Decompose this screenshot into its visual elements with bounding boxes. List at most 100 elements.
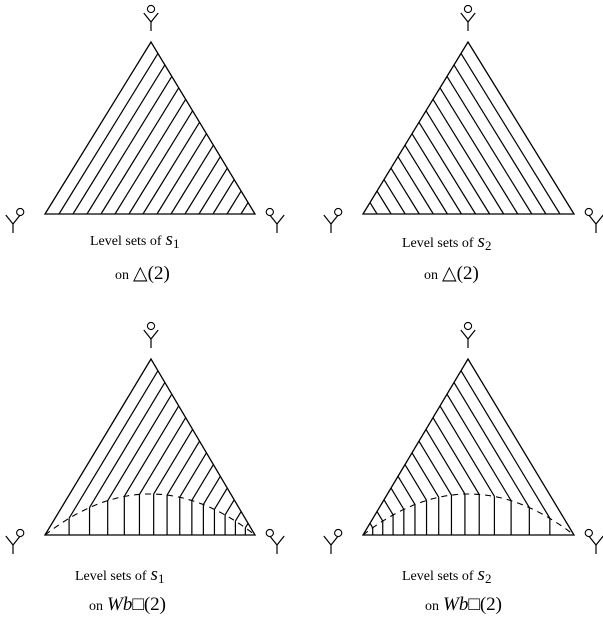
level-line [153, 429, 194, 495]
vertex-arm-left [323, 535, 332, 546]
caption-bottom-left-arg: (2) [143, 594, 166, 615]
level-line [369, 522, 374, 529]
vertex-arm-left [588, 214, 597, 225]
level-line [411, 133, 462, 215]
level-line [244, 522, 249, 529]
level-line [123, 405, 180, 497]
caption-bottom-right-domain: on Wb□(2) [425, 594, 502, 616]
level-line [170, 144, 214, 215]
level-line [128, 110, 194, 215]
top-vertex-icon [460, 321, 476, 348]
level-line [224, 499, 235, 516]
level-line [460, 370, 551, 519]
vertex-arm-left [269, 535, 278, 546]
level-line [142, 121, 201, 215]
vertex-circle [463, 321, 473, 331]
level-line [89, 382, 166, 508]
level-line [86, 76, 173, 215]
level-line [383, 499, 394, 516]
level-line [460, 53, 561, 215]
panel-bottom-right [323, 321, 603, 554]
level-line [418, 121, 477, 215]
level-line [376, 511, 384, 522]
level-line [453, 382, 530, 508]
vertex-arm-right [150, 12, 159, 23]
level-line [446, 393, 512, 501]
vertex-arm-right [595, 535, 603, 546]
vertex-arm-left [143, 329, 152, 340]
vertex-arm-right [12, 214, 21, 225]
caption-bottom-left-on: on [89, 599, 103, 614]
caption-top-right-on: on [424, 268, 438, 283]
vertex-arm-left [143, 12, 152, 23]
level-line [191, 464, 214, 501]
level-line [198, 167, 228, 215]
vertex-arm-left [323, 214, 332, 225]
level-line [213, 487, 228, 510]
level-line [453, 64, 547, 215]
level-line [397, 476, 416, 505]
level-line [240, 202, 249, 215]
level-line [390, 167, 420, 215]
panel-bottom-left [5, 321, 285, 554]
triangle-outline [361, 40, 576, 215]
vertex-circle [334, 207, 343, 217]
right-vertex-icon [584, 207, 603, 233]
top-vertex-icon [143, 4, 159, 31]
level-line [439, 87, 519, 215]
caption-bottom-left-prefix: Level sets of [75, 569, 147, 584]
vertex-circle [146, 321, 156, 331]
triangle-outline [361, 357, 576, 536]
dashed-boundary-arc [362, 493, 574, 536]
level-line [138, 417, 187, 495]
level-line [404, 144, 448, 215]
level-line [107, 393, 173, 501]
panel-top-left [5, 4, 285, 233]
vertex-arm-right [150, 329, 159, 340]
caption-top-right-domain: on △(2) [424, 262, 479, 285]
level-line [58, 53, 159, 215]
caption-bottom-left-func: s1 [150, 564, 165, 586]
top-vertex-icon [460, 4, 476, 31]
vertex-arm-right [330, 535, 339, 546]
level-line [72, 64, 166, 215]
vertex-arm-right [276, 535, 285, 546]
caption-top-left-prefix: Level sets of [90, 234, 162, 249]
level-line [68, 370, 159, 519]
vertex-arm-right [467, 12, 476, 23]
vertex-arm-left [269, 214, 278, 225]
caption-top-right-prefix: Level sets of [402, 236, 474, 251]
vertex-arm-left [5, 214, 14, 225]
left-vertex-icon [5, 207, 25, 233]
level-line [166, 440, 201, 496]
level-line [376, 190, 392, 215]
caption-top-left-func: s1 [165, 229, 180, 251]
top-vertex-icon [143, 321, 159, 348]
caption-bottom-right-func: s2 [477, 564, 492, 586]
left-vertex-icon [5, 528, 25, 554]
vertex-circle [146, 4, 156, 14]
level-line [425, 110, 491, 215]
wb-square-symbol: Wb□ [443, 594, 480, 615]
left-vertex-icon [323, 528, 343, 554]
caption-top-left-on: on [115, 268, 129, 283]
right-vertex-icon [265, 207, 285, 233]
caption-bottom-right: Level sets of s2 [402, 564, 491, 587]
vertex-arm-left [588, 535, 597, 546]
level-line [369, 202, 378, 215]
level-line [397, 156, 434, 215]
vertex-arm-left [460, 329, 469, 340]
vertex-circle [334, 528, 343, 538]
level-line [179, 452, 207, 498]
level-line [432, 417, 480, 495]
vertex-circle [265, 528, 274, 538]
level-line [404, 464, 428, 501]
level-line [432, 99, 505, 215]
level-line [383, 179, 406, 215]
triangle-symbol-icon: △ [442, 263, 457, 284]
level-line [184, 156, 221, 215]
vertex-circle [584, 207, 593, 217]
vertex-circle [16, 528, 25, 538]
vertex-arm-right [595, 214, 603, 225]
